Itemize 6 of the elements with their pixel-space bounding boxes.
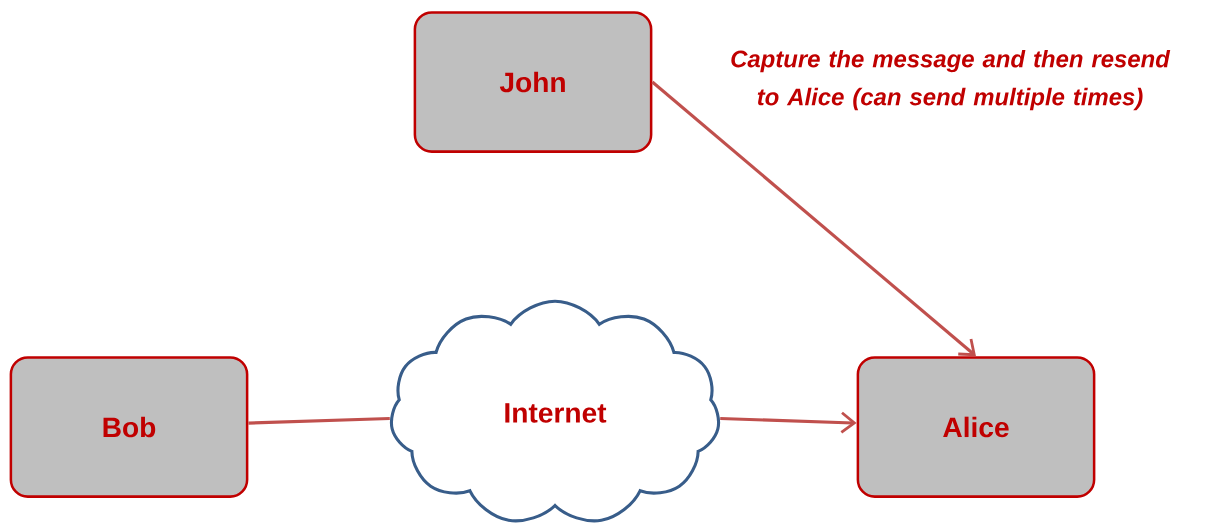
arrow (720, 411, 857, 434)
arrow (651, 80, 976, 357)
process-box: Bob (9, 356, 249, 498)
process-box: Alice (856, 356, 1096, 498)
edge-label: Capture the message and then resend to Alice (can send multiple times) (731, 49, 1171, 111)
process-box: John (413, 11, 653, 153)
